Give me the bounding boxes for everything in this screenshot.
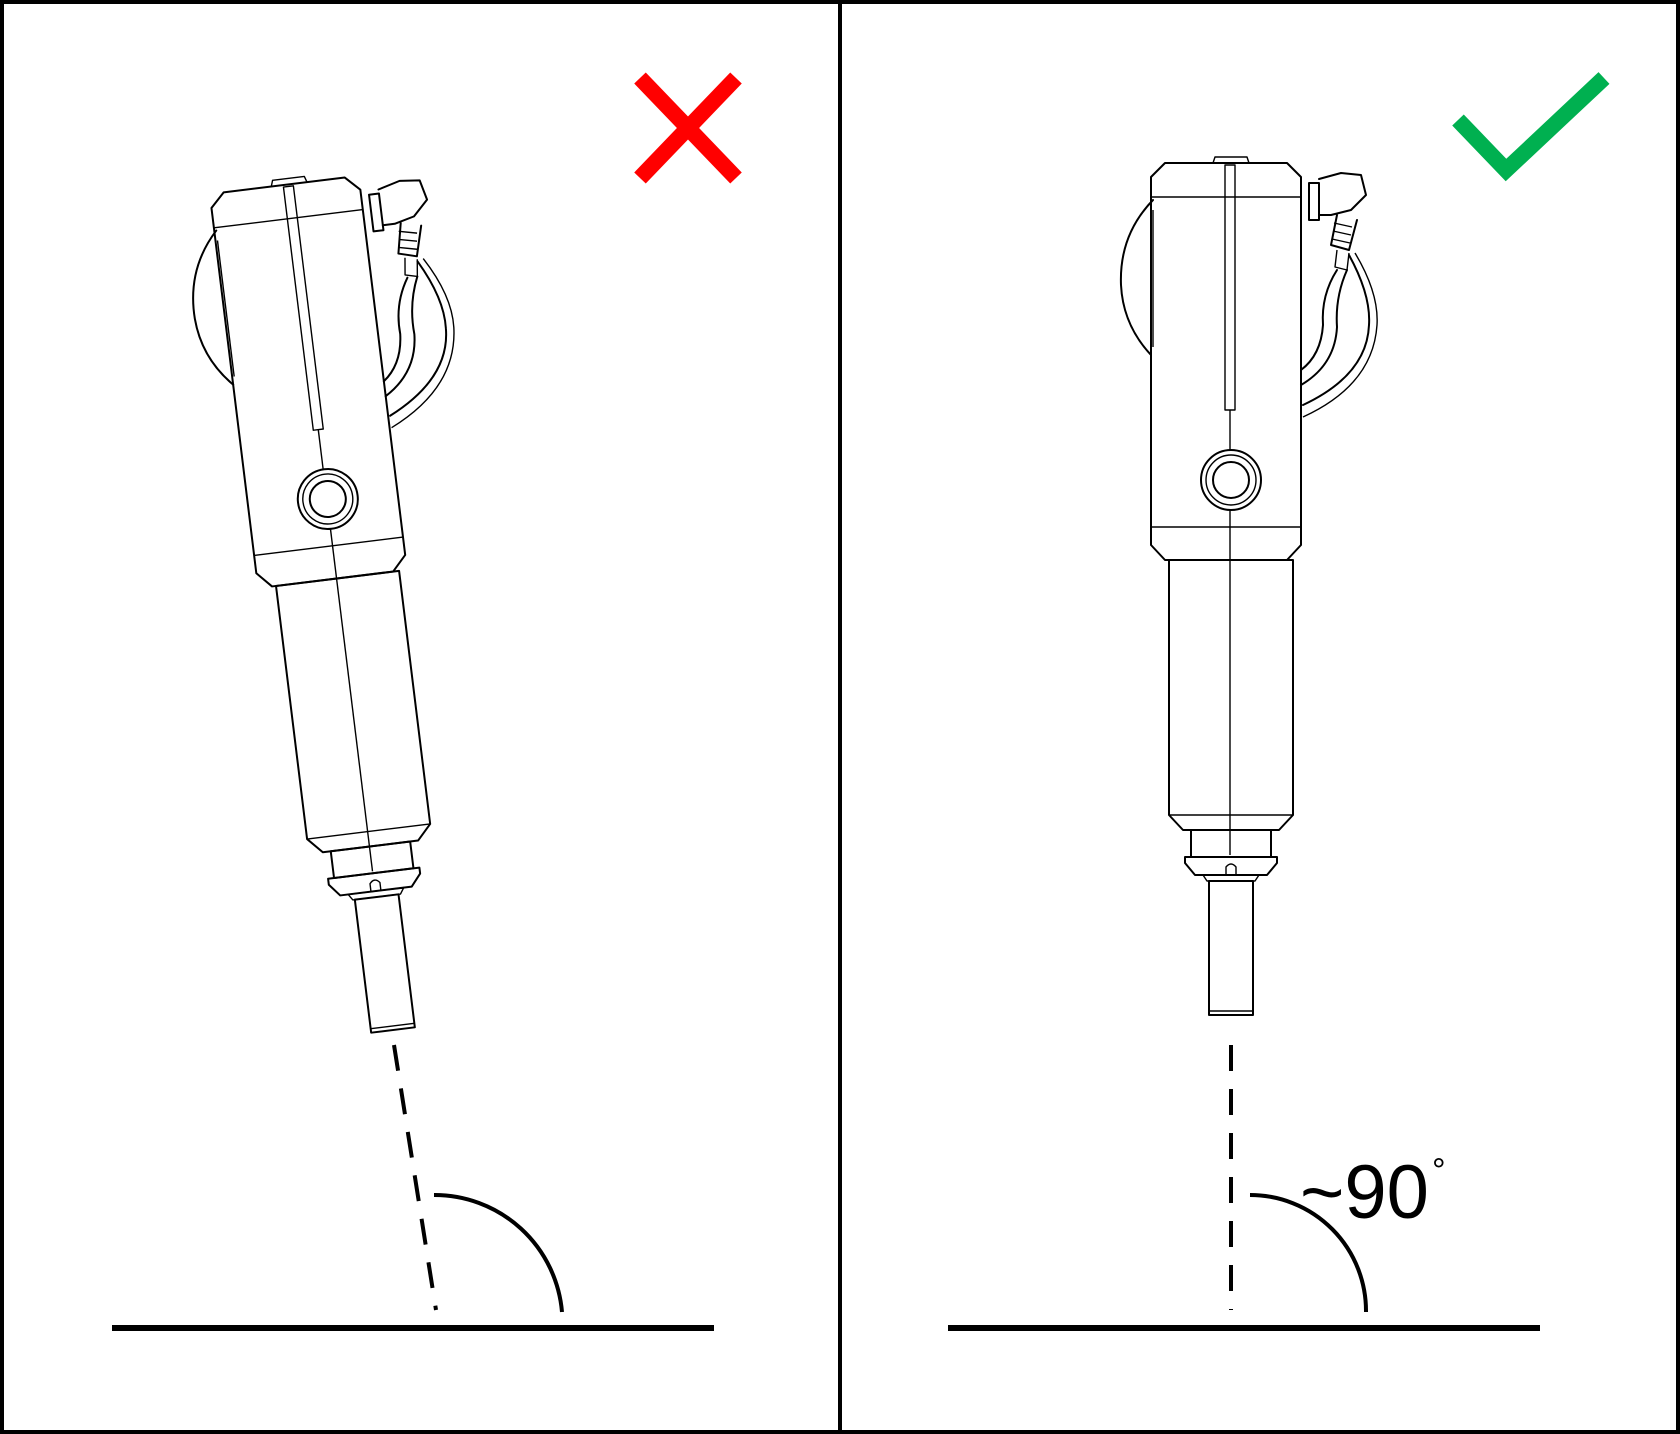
panel-incorrect — [112, 72, 742, 1331]
probe-axis-dashed-tilted — [392, 1044, 438, 1311]
angle-label: ~90 — [1300, 1150, 1429, 1235]
angle-arc-incorrect — [433, 1192, 564, 1313]
probe-tilted — [178, 159, 540, 1045]
angle-arc-correct — [1249, 1193, 1369, 1313]
probe-vertical — [1119, 156, 1379, 1016]
green-check-icon — [1452, 72, 1610, 182]
panel-correct: ~90 ° — [948, 72, 1610, 1331]
degree-symbol: ° — [1432, 1152, 1446, 1190]
red-cross-icon — [634, 72, 742, 184]
